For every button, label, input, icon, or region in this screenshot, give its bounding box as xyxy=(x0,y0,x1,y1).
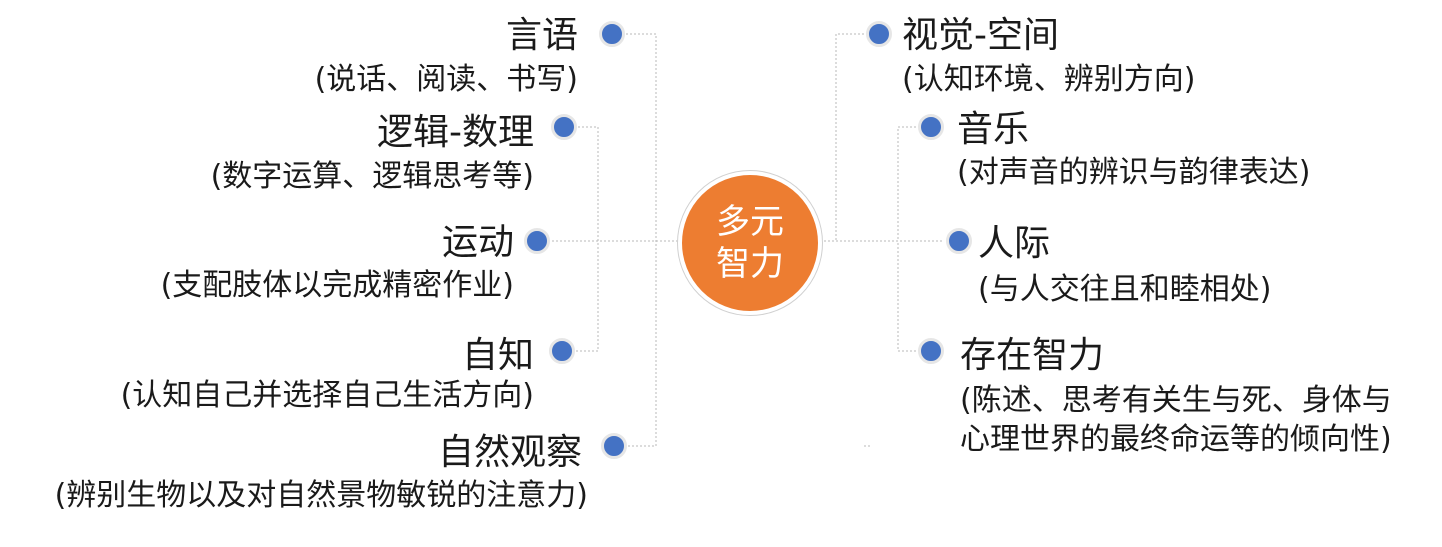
node-title-self: 自知 xyxy=(461,335,534,376)
node-desc-existential-line1: (陈述、思考有关生与死、身体与 xyxy=(960,383,1392,418)
connector-visual xyxy=(835,33,864,241)
center-label-line2: 智力 xyxy=(716,244,784,284)
node-dot-nature xyxy=(601,433,627,459)
connector-nature xyxy=(628,241,657,447)
connector-language xyxy=(626,33,657,241)
node-dot-self xyxy=(549,338,575,364)
connector-logic xyxy=(578,126,599,241)
node-desc-visual: (认知环境、辨别方向) xyxy=(902,62,1196,97)
node-desc-music: (对声音的辨识与韵律表达) xyxy=(957,155,1311,190)
node-desc-motion: (支配肢体以完成精密作业) xyxy=(160,268,514,303)
node-title-nature: 自然观察 xyxy=(437,432,582,473)
node-dot-motion xyxy=(524,228,550,254)
node-dot-logic xyxy=(551,114,577,140)
center-node: 多元 智力 xyxy=(678,171,822,315)
node-title-music: 音乐 xyxy=(957,109,1030,150)
node-title-language: 言语 xyxy=(505,15,578,56)
connector-existential xyxy=(897,241,916,352)
node-title-motion: 运动 xyxy=(441,222,514,263)
node-desc-language: (说话、阅读、书写) xyxy=(314,62,578,97)
node-desc-logic: (数字运算、逻辑思考等) xyxy=(210,159,534,194)
node-dot-interpersonal xyxy=(946,228,972,254)
node-title-interpersonal: 人际 xyxy=(978,223,1051,264)
node-dot-existential xyxy=(918,338,944,364)
node-desc-nature: (辨别生物以及对自然景物敏锐的注意力) xyxy=(54,478,588,513)
node-desc-existential-line2: 心理世界的最终命运等的倾向性) xyxy=(960,422,1392,457)
node-title-existential: 存在智力 xyxy=(960,335,1105,376)
connector-music xyxy=(897,126,916,241)
node-desc-self: (认知自己并选择自己生活方向) xyxy=(120,378,534,413)
node-title-logic: 逻辑-数理 xyxy=(377,112,534,153)
node-desc-interpersonal: (与人交往且和睦相处) xyxy=(978,272,1272,307)
node-dot-language xyxy=(599,21,625,47)
connector-self xyxy=(576,241,599,352)
node-dot-music xyxy=(918,114,944,140)
node-dot-visual xyxy=(866,21,892,47)
node-title-visual: 视觉-空间 xyxy=(902,15,1059,56)
center-label-line1: 多元 xyxy=(716,201,784,242)
